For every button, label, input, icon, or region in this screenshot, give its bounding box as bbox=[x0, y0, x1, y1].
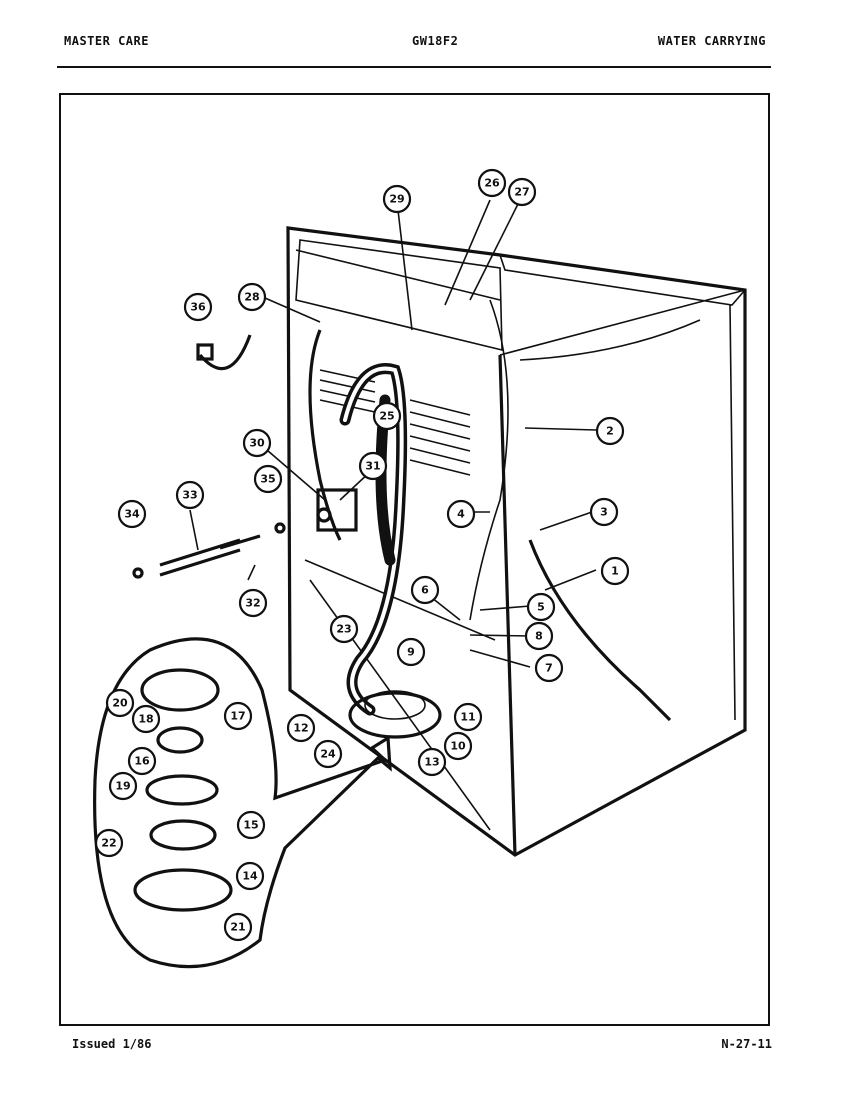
callout-label: 31 bbox=[365, 460, 380, 473]
callout-label: 16 bbox=[134, 755, 150, 768]
washer-cabinet bbox=[286, 226, 747, 857]
callout-label: 33 bbox=[182, 489, 197, 502]
callout-8: 8 bbox=[524, 621, 554, 651]
callout-label: 5 bbox=[537, 601, 545, 614]
callout-30: 30 bbox=[242, 428, 272, 458]
callout-35: 35 bbox=[253, 464, 283, 494]
callout-label: 4 bbox=[457, 508, 465, 521]
header-section: WATER CARRYING bbox=[657, 34, 766, 48]
callout-14: 14 bbox=[235, 861, 265, 891]
callout-7: 7 bbox=[534, 653, 564, 683]
callout-19: 19 bbox=[108, 771, 138, 801]
callout-label: 27 bbox=[514, 186, 529, 199]
callout-label: 8 bbox=[535, 630, 543, 643]
callout-13: 13 bbox=[417, 747, 447, 777]
callout-label: 15 bbox=[243, 819, 258, 832]
callout-label: 26 bbox=[484, 177, 500, 190]
callout-24: 24 bbox=[313, 739, 343, 769]
callout-label: 24 bbox=[320, 748, 336, 761]
callout-17: 17 bbox=[223, 701, 253, 731]
header-brand: MASTER CARE bbox=[64, 34, 149, 48]
callout-36: 36 bbox=[183, 292, 213, 322]
footer-page-code: N-27-11 bbox=[721, 1037, 772, 1051]
callout-12: 12 bbox=[286, 713, 316, 743]
callout-25: 25 bbox=[372, 401, 402, 431]
callout-6: 6 bbox=[410, 575, 440, 605]
rear-vents bbox=[319, 369, 471, 476]
callout-label: 17 bbox=[230, 710, 245, 723]
callout-label: 22 bbox=[101, 837, 116, 850]
callout-label: 6 bbox=[421, 584, 429, 597]
callout-4: 4 bbox=[446, 499, 476, 529]
callout-label: 2 bbox=[606, 425, 614, 438]
footer-issued: Issued 1/86 bbox=[72, 1037, 152, 1051]
callout-26: 26 bbox=[477, 168, 507, 198]
water-valve bbox=[316, 488, 358, 532]
callout-label: 30 bbox=[249, 437, 265, 450]
callout-label: 7 bbox=[545, 662, 553, 675]
callout-label: 25 bbox=[379, 410, 394, 423]
callout-label: 12 bbox=[293, 722, 308, 735]
callout-20: 20 bbox=[105, 688, 135, 718]
header-model: GW18F2 bbox=[412, 34, 459, 48]
callout-label: 3 bbox=[600, 506, 608, 519]
pump-assembly bbox=[348, 690, 442, 739]
inlet-hose-parts bbox=[132, 334, 286, 579]
callout-label: 32 bbox=[245, 597, 260, 610]
callout-32: 32 bbox=[238, 588, 268, 618]
callout-21: 21 bbox=[223, 912, 253, 942]
callout-label: 18 bbox=[138, 713, 153, 726]
callout-label: 9 bbox=[407, 646, 415, 659]
callout-label: 14 bbox=[242, 870, 258, 883]
diagram-frame bbox=[59, 93, 770, 1026]
callout-22: 22 bbox=[94, 828, 124, 858]
callout-label: 10 bbox=[450, 740, 466, 753]
callout-label: 1 bbox=[611, 565, 619, 578]
callout-23: 23 bbox=[329, 614, 359, 644]
header-rule bbox=[57, 66, 771, 68]
callout-label: 28 bbox=[244, 291, 259, 304]
callout-28: 28 bbox=[237, 282, 267, 312]
callout-27: 27 bbox=[507, 177, 537, 207]
callout-2: 2 bbox=[595, 416, 625, 446]
callout-label: 13 bbox=[424, 756, 439, 769]
callout-31: 31 bbox=[358, 451, 388, 481]
pump-detail-inset bbox=[93, 637, 392, 969]
callout-label: 21 bbox=[230, 921, 245, 934]
callout-label: 34 bbox=[124, 508, 140, 521]
callout-16: 16 bbox=[127, 746, 157, 776]
callout-5: 5 bbox=[526, 592, 556, 622]
callout-29: 29 bbox=[382, 184, 412, 214]
callout-label: 23 bbox=[336, 623, 351, 636]
callout-1: 1 bbox=[600, 556, 630, 586]
callout-34: 34 bbox=[117, 499, 147, 529]
callout-18: 18 bbox=[131, 704, 161, 734]
callout-11: 11 bbox=[453, 702, 483, 732]
callout-label: 19 bbox=[115, 780, 130, 793]
callout-label: 29 bbox=[389, 193, 404, 206]
callout-label: 11 bbox=[460, 711, 475, 724]
callout-label: 36 bbox=[190, 301, 206, 314]
callout-15: 15 bbox=[236, 810, 266, 840]
callout-9: 9 bbox=[396, 637, 426, 667]
callout-33: 33 bbox=[175, 480, 205, 510]
callout-10: 10 bbox=[443, 731, 473, 761]
callout-label: 35 bbox=[260, 473, 275, 486]
callout-label: 20 bbox=[112, 697, 128, 710]
callout-3: 3 bbox=[589, 497, 619, 527]
leader-lines bbox=[189, 199, 597, 668]
